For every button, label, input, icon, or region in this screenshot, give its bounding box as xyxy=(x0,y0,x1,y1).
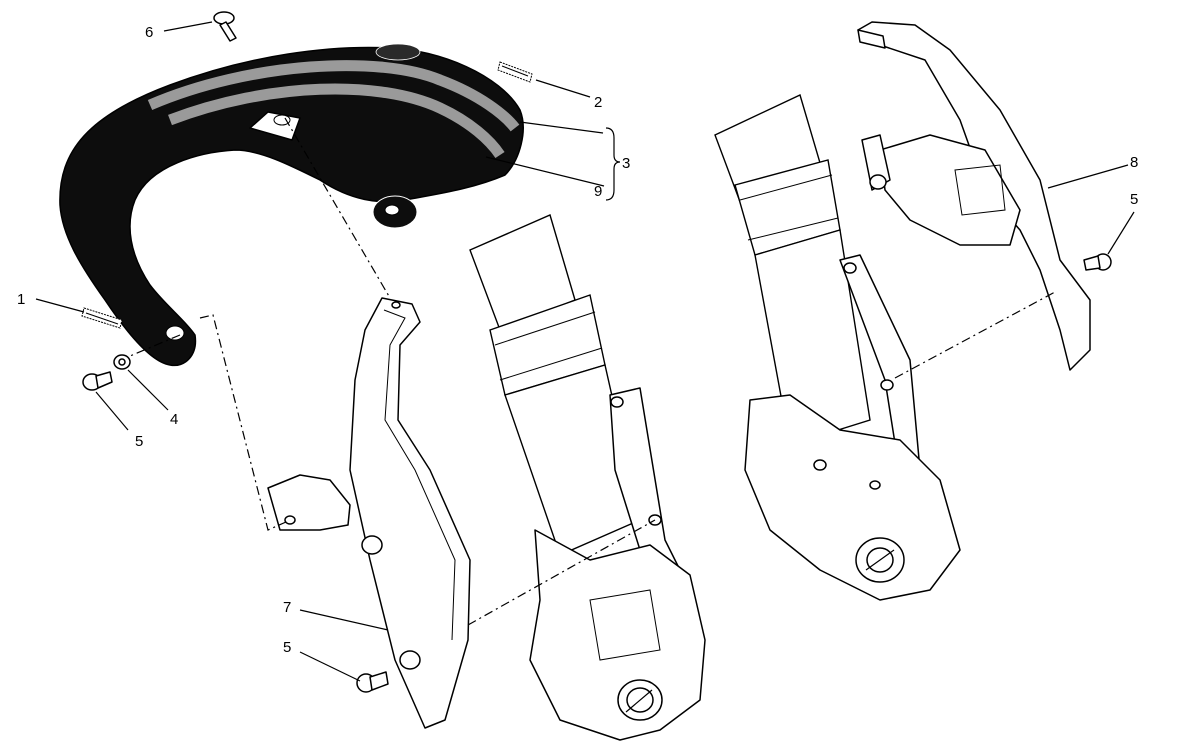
callout-5-right: 5 xyxy=(1130,191,1138,208)
adhesive-strip-icon xyxy=(81,307,123,329)
callout-3: 3 xyxy=(622,155,630,172)
callout-6: 6 xyxy=(145,24,153,41)
callout-4: 4 xyxy=(170,411,178,428)
mudguard-top-hole xyxy=(273,114,291,126)
adhesive-strip-icon xyxy=(497,61,533,83)
mudguard-lower-hole xyxy=(165,325,185,341)
screw-icon xyxy=(82,371,113,391)
assembly-lines xyxy=(129,117,1056,626)
screw-icon xyxy=(1083,253,1112,271)
callout-5-bottom: 5 xyxy=(283,639,291,656)
front-mudguard xyxy=(59,43,524,367)
callout-5-left: 5 xyxy=(135,433,143,450)
washer-icon xyxy=(113,354,131,370)
callout-1: 1 xyxy=(17,291,25,308)
callout-2: 2 xyxy=(594,94,602,111)
leader-lines xyxy=(35,21,1135,682)
screw-icon xyxy=(213,11,237,42)
callout-7: 7 xyxy=(283,599,291,616)
callout-labels: 6 2 3 9 1 4 5 7 5 8 5 xyxy=(17,24,1138,656)
callout-8: 8 xyxy=(1130,154,1138,171)
fork-leg-right xyxy=(714,94,961,601)
callout-9: 9 xyxy=(594,183,602,200)
fork-leg-center xyxy=(469,214,706,741)
fork-guard-right xyxy=(857,21,1091,371)
screw-icon xyxy=(356,671,389,693)
fork-guard-left xyxy=(267,297,471,729)
